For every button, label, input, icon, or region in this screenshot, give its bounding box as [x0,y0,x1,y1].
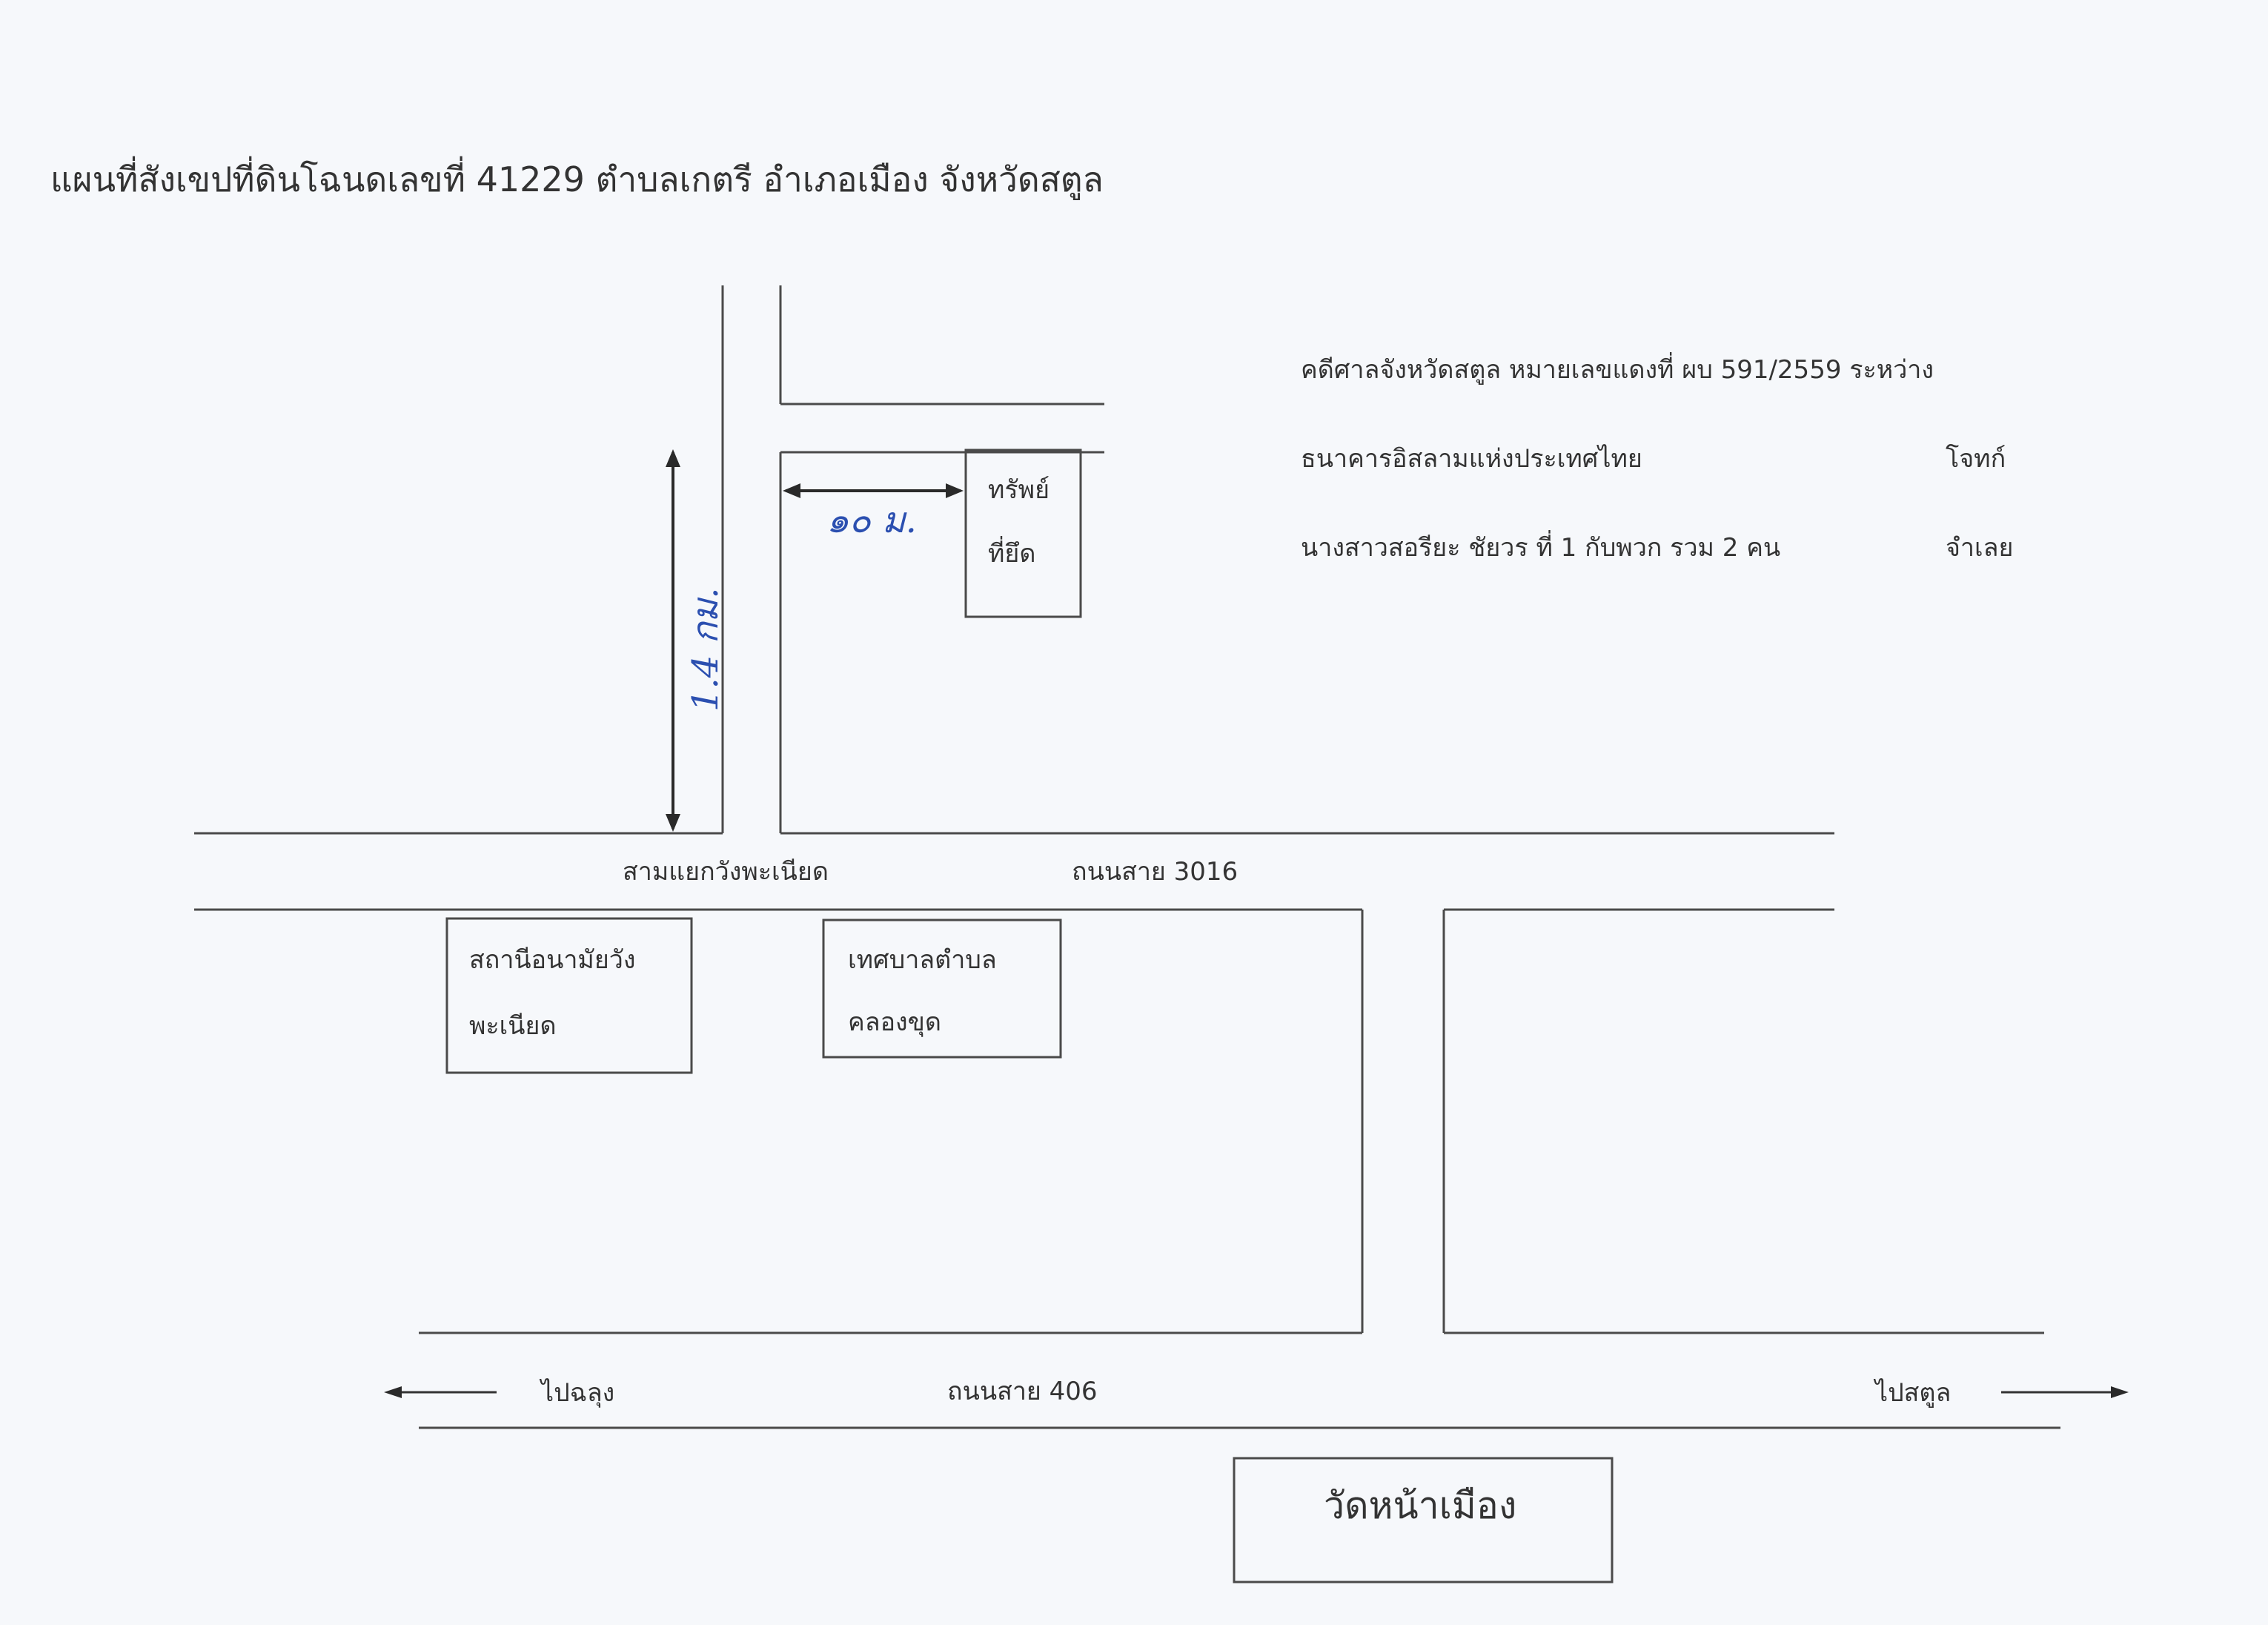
arrowhead-right-icon [946,483,964,498]
defendant-name: นางสาวสอรียะ ชัยวร ที่ 1 กับพวก รวม 2 คน [1301,530,1780,563]
arrowhead-down-icon [666,814,680,832]
seized-property-box [964,449,1082,618]
to-satun-label: ไปสตูล [1873,1378,1951,1408]
case-heading: คดีศาลจังหวัดสตูล หมายเลขแดงที่ ผบ 591/2… [1301,352,1934,385]
distance-10m-label: ๑๐ ม. [826,500,917,541]
to-chalung-label: ไปฉลุง [539,1378,614,1408]
municipality-label-2: คลองขุด [848,1007,941,1037]
road-3016-label: ถนนสาย 3016 [1072,857,1238,887]
arrow-left-icon [384,1386,402,1398]
municipality-box [822,919,1062,1059]
distance-1-4km-label: 1.4 กม. [685,587,726,712]
arrowhead-left-icon [783,483,800,498]
temple-label: วัดหน้าเมือง [1324,1484,1516,1527]
map-title: แผนที่สังเขปที่ดินโฉนดเลขที่ 41229 ตำบลเ… [50,156,1104,200]
plaintiff-name: ธนาคารอิสลามแห่งประเทศไทย [1301,444,1642,474]
defendant-role: จำเลย [1946,533,2013,563]
municipality-label-1: เทศบาลตำบล [848,945,997,975]
road-406-label: ถนนสาย 406 [947,1377,1098,1406]
health-station-label-2: พะเนียด [469,1011,557,1041]
property-label-2: ที่ยึด [988,536,1035,569]
arrowhead-up-icon [666,449,680,467]
health-station-box [445,917,693,1074]
temple-box [1233,1457,1614,1583]
property-label-1: ทรัพย์ [988,475,1050,505]
junction-label: สามแยกวังพะเนียด [623,857,829,887]
plaintiff-role: โจทก์ [1946,444,2006,474]
arrow-right-icon [2111,1386,2129,1398]
health-station-label-1: สถานีอนามัยวัง [469,945,635,975]
